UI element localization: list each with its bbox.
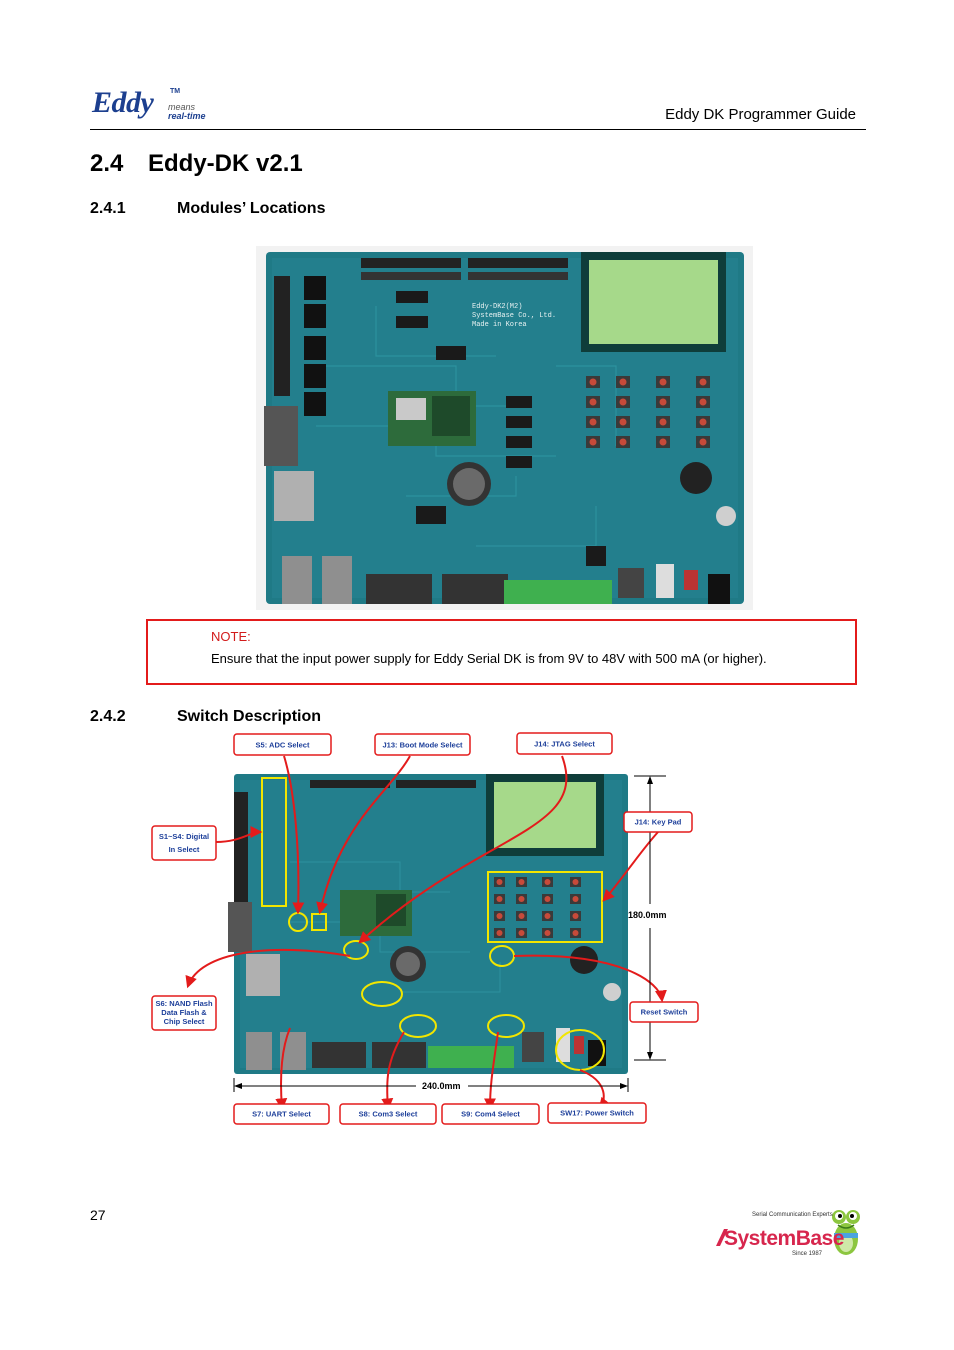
arrow-j13 bbox=[316, 755, 411, 915]
subsection-heading-2: 2.4.2 Switch Description bbox=[90, 708, 321, 726]
switch-diagram: 180.0mm 240.0mm S5: ADC Select J13: Boot… bbox=[151, 732, 699, 1125]
board-photo: Eddy-DK2(M2) SystemBase Co., Ltd. Made i… bbox=[256, 246, 753, 610]
eddy-logo: Eddy TM means real-time bbox=[92, 86, 222, 126]
callout-sw17 bbox=[547, 1102, 647, 1124]
callout-s6-text-1: S6: NAND Flash bbox=[155, 999, 213, 1008]
callout-s6-text-2: Data Flash & bbox=[161, 1008, 207, 1017]
guide-title: Eddy DK Programmer Guide bbox=[665, 106, 856, 123]
note-box bbox=[146, 619, 857, 685]
header-divider bbox=[90, 129, 866, 130]
systembase-logo: Serial Communication Experts SystemBase … bbox=[716, 1210, 860, 1257]
subsection-number-2: 2.4.2 bbox=[90, 708, 126, 725]
callout-s5 bbox=[233, 733, 332, 756]
highlight-keypad bbox=[487, 871, 603, 943]
arrow-s9 bbox=[484, 1031, 499, 1111]
callout-s6-text-3: Chip Select bbox=[164, 1017, 205, 1026]
callout-s9 bbox=[441, 1103, 540, 1125]
callout-s7-text: S7: UART Select bbox=[252, 1110, 311, 1119]
logo-word: Eddy bbox=[92, 86, 154, 119]
callout-keypad bbox=[623, 811, 693, 833]
dimension-height: 180.0mm bbox=[628, 910, 667, 920]
highlight-s8 bbox=[399, 1014, 437, 1038]
highlight-s1-s4 bbox=[261, 777, 287, 907]
section-title: Eddy-DK v2.1 bbox=[148, 150, 303, 177]
callout-s8-text: S8: Com3 Select bbox=[359, 1110, 418, 1119]
callout-j14-jtag bbox=[516, 732, 613, 755]
logo-tagline-2: real-time bbox=[168, 111, 206, 121]
callout-s1-s4-text-2: In Select bbox=[169, 845, 200, 854]
logo-tm: TM bbox=[170, 88, 181, 95]
highlight-s6 bbox=[361, 981, 403, 1007]
highlight-s9 bbox=[487, 1014, 525, 1038]
arrow-keypad bbox=[602, 831, 659, 902]
arrow-reset bbox=[513, 954, 667, 1003]
subsection-title-2: Switch Description bbox=[177, 708, 322, 725]
subsection-heading-1: 2.4.1 Modules’ Locations bbox=[90, 200, 325, 218]
arrow-s1-s4 bbox=[215, 826, 263, 843]
arrow-s7 bbox=[275, 1027, 291, 1111]
callout-keypad-text: J14: Key Pad bbox=[635, 818, 682, 827]
callout-s8 bbox=[339, 1103, 437, 1125]
callout-s9-text: S9: Com4 Select bbox=[461, 1110, 520, 1119]
callout-s5-text: S5: ADC Select bbox=[256, 741, 310, 750]
callout-s1-s4-text-1: S1~S4: Digital bbox=[159, 832, 209, 841]
page-number: 27 bbox=[90, 1207, 106, 1223]
arrow-s8 bbox=[381, 1031, 405, 1111]
arrow-s5 bbox=[283, 755, 305, 915]
note-label: NOTE: bbox=[211, 629, 251, 644]
board-text-2: SystemBase Co., Ltd. bbox=[472, 312, 556, 320]
arrow-j14-jtag bbox=[358, 755, 568, 944]
callout-s1-s4 bbox=[151, 825, 217, 861]
brand-name: SystemBase bbox=[724, 1227, 844, 1250]
board-text-3: Made in Korea bbox=[472, 321, 527, 329]
note-text: Ensure that the input power supply for E… bbox=[211, 651, 767, 666]
subsection-number-1: 2.4.1 bbox=[90, 200, 126, 217]
callout-j13 bbox=[374, 733, 471, 756]
callout-j13-text: J13: Boot Mode Select bbox=[382, 741, 463, 750]
brand-tagline: Serial Communication Experts bbox=[752, 1212, 833, 1218]
callout-reset-text: Reset Switch bbox=[641, 1008, 688, 1017]
dimension-width: 240.0mm bbox=[422, 1081, 461, 1091]
section-heading: 2.4 Eddy-DK v2.1 bbox=[90, 150, 303, 178]
callout-s6 bbox=[151, 995, 217, 1031]
section-number: 2.4 bbox=[90, 150, 124, 177]
brand-since: Since 1987 bbox=[792, 1251, 823, 1257]
callout-reset bbox=[629, 1001, 699, 1023]
callout-s7 bbox=[233, 1103, 330, 1125]
callout-sw17-text: SW17: Power Switch bbox=[560, 1109, 634, 1118]
arrow-s6 bbox=[185, 948, 351, 989]
highlight-j14 bbox=[343, 940, 369, 960]
subsection-title-1: Modules’ Locations bbox=[177, 200, 326, 217]
callout-j14-jtag-text: J14: JTAG Select bbox=[534, 740, 595, 749]
board-text-1: Eddy-DK2(M2) bbox=[472, 303, 522, 311]
logo-tagline-1: means bbox=[168, 102, 196, 112]
